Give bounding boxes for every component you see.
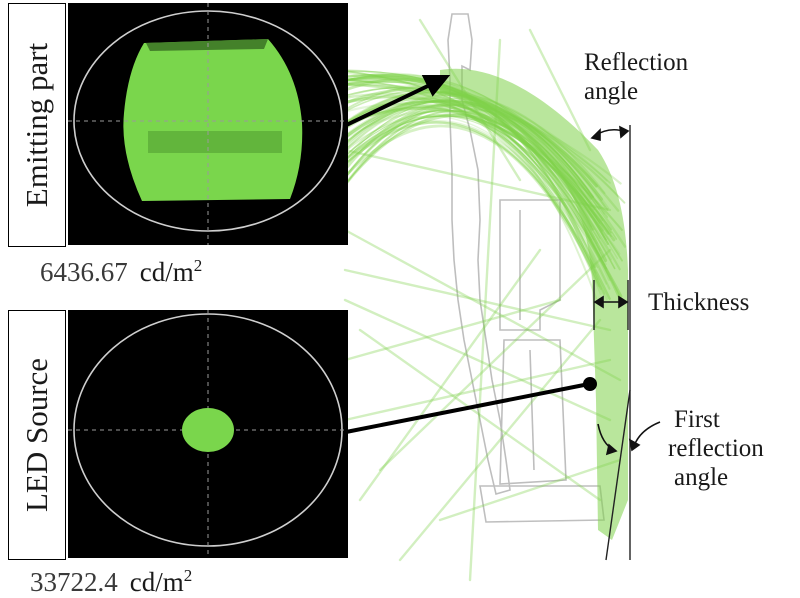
ray: [343, 92, 603, 291]
led-pointer-arrow: [345, 377, 597, 434]
ray: [344, 115, 599, 281]
ray: [344, 115, 601, 251]
stray-ray: [358, 248, 542, 502]
reflection-angle-label: Reflection angle: [584, 49, 689, 105]
stray-ray: [343, 298, 612, 422]
ray: [344, 104, 598, 300]
stray-ray: [343, 358, 612, 422]
ray: [344, 119, 608, 285]
thickness-arrow: [593, 295, 629, 309]
led-source-label-box: LED Source: [8, 310, 66, 560]
emitting-pointer-arrow: [335, 75, 451, 132]
first-reflection-angle-arrow: [597, 421, 661, 456]
light-guide-body: [440, 68, 628, 541]
emitting-part-label: Emitting part: [19, 42, 55, 208]
emitting-part-label-box: Emitting part: [8, 3, 66, 247]
stray-ray: [343, 298, 562, 362]
ray: [343, 110, 592, 219]
ray: [343, 124, 606, 295]
ray: [343, 95, 623, 298]
ray: [343, 104, 602, 296]
stray-ray: [343, 148, 612, 212]
ray: [343, 78, 600, 288]
ray: [344, 115, 598, 268]
first-reflection-angle-label: First reflection angle: [668, 406, 764, 491]
stray-ray: [358, 328, 602, 502]
emitting-part-image: [68, 3, 348, 245]
ray: [344, 113, 592, 228]
stray-ray: [438, 458, 622, 522]
stray-ray: [343, 228, 622, 382]
stray-ray: [343, 268, 612, 332]
stray-ray: [398, 318, 602, 562]
led-source-image: [68, 310, 348, 558]
thickness-label: Thickness: [648, 289, 750, 316]
ray: [344, 106, 595, 241]
led-source-label: LED Source: [19, 357, 54, 513]
ray: [344, 99, 599, 245]
stray-ray: [468, 38, 502, 582]
ray: [343, 70, 607, 266]
reflection-angle-arrow: [590, 125, 630, 142]
ray: [344, 104, 593, 241]
ray: [343, 121, 611, 300]
angle-guides: [593, 125, 631, 561]
stray-ray: [378, 248, 612, 472]
stray-ray: [528, 28, 592, 152]
